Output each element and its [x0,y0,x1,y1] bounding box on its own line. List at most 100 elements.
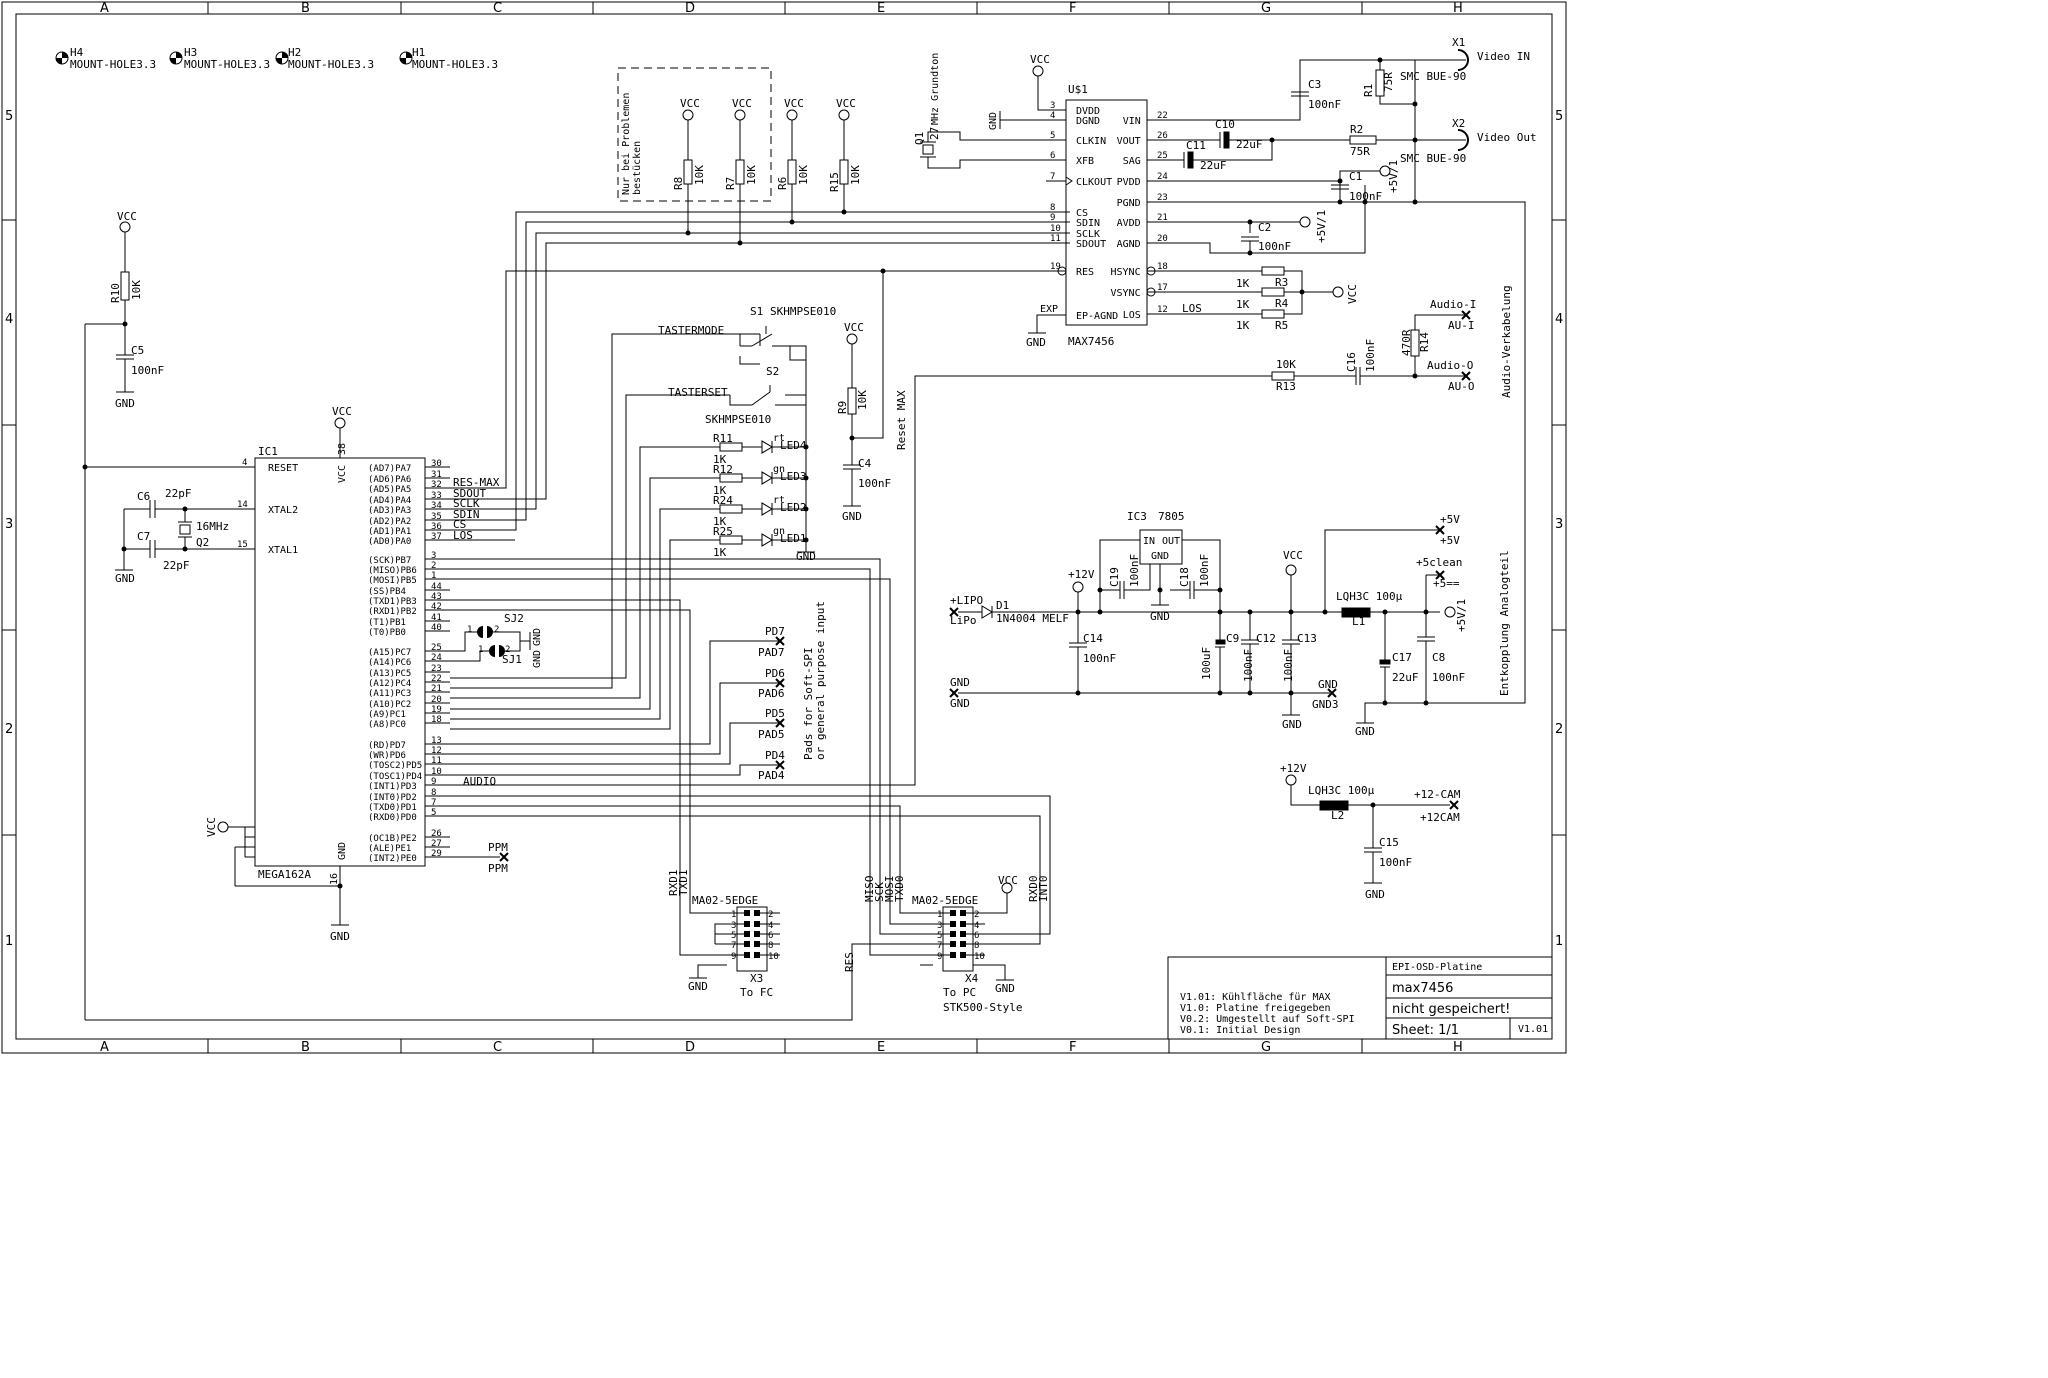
ic1-pin-num: 44 [431,582,442,592]
ppm: PPM PPM [450,841,509,875]
gnd-pad-net: GND [950,676,970,689]
ic1-pin-name: (INT2)PE0 [368,854,417,864]
c13-ref: C13 [1297,632,1317,645]
frame-row-label: 5 [5,109,13,124]
ic1-pin-name: (AD6)PA6 [368,475,411,485]
u1-pin-name: RES [1076,267,1094,278]
mount-hole-h2: H2 MOUNT-HOLE3.3 [275,46,374,71]
c5-value: 100nF [131,364,164,377]
sj-gnd: GND [532,650,543,668]
ic1-gnd-label: GND [337,842,348,860]
ic1-pin-num: 25 [431,643,442,653]
history-line: V0.1: Initial Design [1180,1025,1300,1036]
r5-value: 1K [1236,319,1250,332]
pad4-net: PD4 [765,749,785,762]
ic1-pin-name: (A11)PC3 [368,689,411,699]
u1-pin-name: CS [1076,208,1088,219]
ic1-pin-name: (TOSC1)PD4 [368,772,422,782]
ic1-pin-num: 18 [431,715,442,725]
header-pin-num: 10 [974,952,985,962]
frame-col-label: H [1453,1040,1463,1055]
header-pin-num: 3 [731,921,736,931]
u1-pin-name: SCLK [1076,229,1100,240]
q1-ref: Q1 [913,132,926,145]
x4-mosi: MOSI [883,876,896,903]
ic1-pin-num: 8 [431,788,436,798]
c11-value: 22uF [1200,159,1227,172]
plus5clean-net: +5clean [1416,556,1462,569]
x4-note2: STK500-Style [943,1001,1022,1014]
u1-pin-num: 9 [1050,213,1055,223]
c1-ref: C1 [1349,170,1362,183]
header-pin-num: 7 [937,941,942,951]
u1-res-inverted [1057,266,1067,276]
c2-ref: C2 [1258,221,1271,234]
c8-value: 100nF [1432,671,1465,684]
led-resistor-value: 1K [713,453,727,466]
header-pin-num: 2 [768,910,773,920]
u1-pin-name: HSYNC [1111,267,1141,278]
ic1-pin-num: 15 [237,540,248,550]
led-color: rt [773,495,785,506]
u1-pin-name: VIN [1123,116,1141,127]
sync-resistors: VCC R3 1K R4 1K R5 1K LOS [1146,266,1359,332]
ic1-pin-num: 31 [431,470,442,480]
history-line: V1.0: Platine freigegeben [1180,1003,1331,1014]
s1-ref: S1 [750,305,763,318]
audio-out-label: Audio-O [1427,359,1473,372]
plus5v-pad: +5V [1440,534,1460,547]
r1-ref: R1 [1362,84,1375,97]
ic1-pin-num: 13 [431,736,442,746]
ic1-pin-num: 34 [431,501,442,511]
ic1-gnd: GND [330,930,350,943]
ic1-pin-name: (ALE)PE1 [368,844,411,854]
optional-note-line2: bestücken [632,141,643,195]
led-rows: R111KrtLED4R121KgnLED3R241KrtLED2R251Kgn… [713,432,809,559]
u1-pin-name: XFB [1076,156,1094,167]
c17-gnd: GND [1355,725,1375,738]
x2-label: Video Out [1477,131,1537,144]
ic1-pin-num: 22 [431,674,442,684]
ic3-gnd: GND [1150,610,1170,623]
ic1-pin-name: (A15)PC7 [368,648,411,658]
ic1-pin-num: 1 [431,571,436,581]
ic1-pin-num: 29 [431,849,442,859]
u1-pin-name: LOS [1123,310,1141,321]
u1-pin-num: 8 [1050,203,1055,213]
s1-net: TASTERMODE [658,324,724,337]
u1-ref: U$1 [1068,83,1088,96]
r7-ref: R7 [724,177,737,190]
leds: R111KrtLED4R121KgnLED3R241KrtLED2R251Kgn… [450,432,816,730]
ic1-pin-num: 14 [237,500,248,510]
x4-type: MA02-5EDGE [912,894,978,907]
net-cs: CS [453,518,466,531]
led-symbol [761,440,773,454]
c1-value: 100nF [1349,190,1382,203]
r4-ref: R4 [1275,297,1289,310]
ic1-pin-name: (RD)PD7 [368,741,406,751]
decoupling-title: Entkopplung Analogteil [1498,550,1511,696]
ic1-pin-name: (TXD1)PB3 [368,597,417,607]
ic1-pin-num: 10 [431,767,442,777]
c12-value: 100nF [1242,649,1255,682]
frame-col-label: G [1261,1,1271,16]
c10-value: 22uF [1236,138,1263,151]
ic1-pin-num: 41 [431,613,442,623]
net-res-max: RES-MAX [453,476,500,489]
ic1-pin-num: 43 [431,592,442,602]
u1-pin-num: 23 [1157,193,1168,203]
title-version: V1.01 [1518,1024,1548,1035]
r14-value: 470R [1400,329,1413,356]
reset-vcc: VCC [117,210,137,223]
r3-ref: R3 [1275,276,1288,289]
ic1-pin-name: (AD0)PA0 [368,537,411,547]
u1-pin-name: SAG [1123,156,1141,167]
lipo-pad: LiPo [950,614,977,627]
r13-value: 10K [1276,358,1296,371]
ic1-pin-num: 27 [431,839,442,849]
audio-title: Audio-Verkabelung [1500,285,1513,398]
ppm-pad: PPM [488,862,508,875]
ic3-gnd-pin: GND [1151,551,1169,562]
